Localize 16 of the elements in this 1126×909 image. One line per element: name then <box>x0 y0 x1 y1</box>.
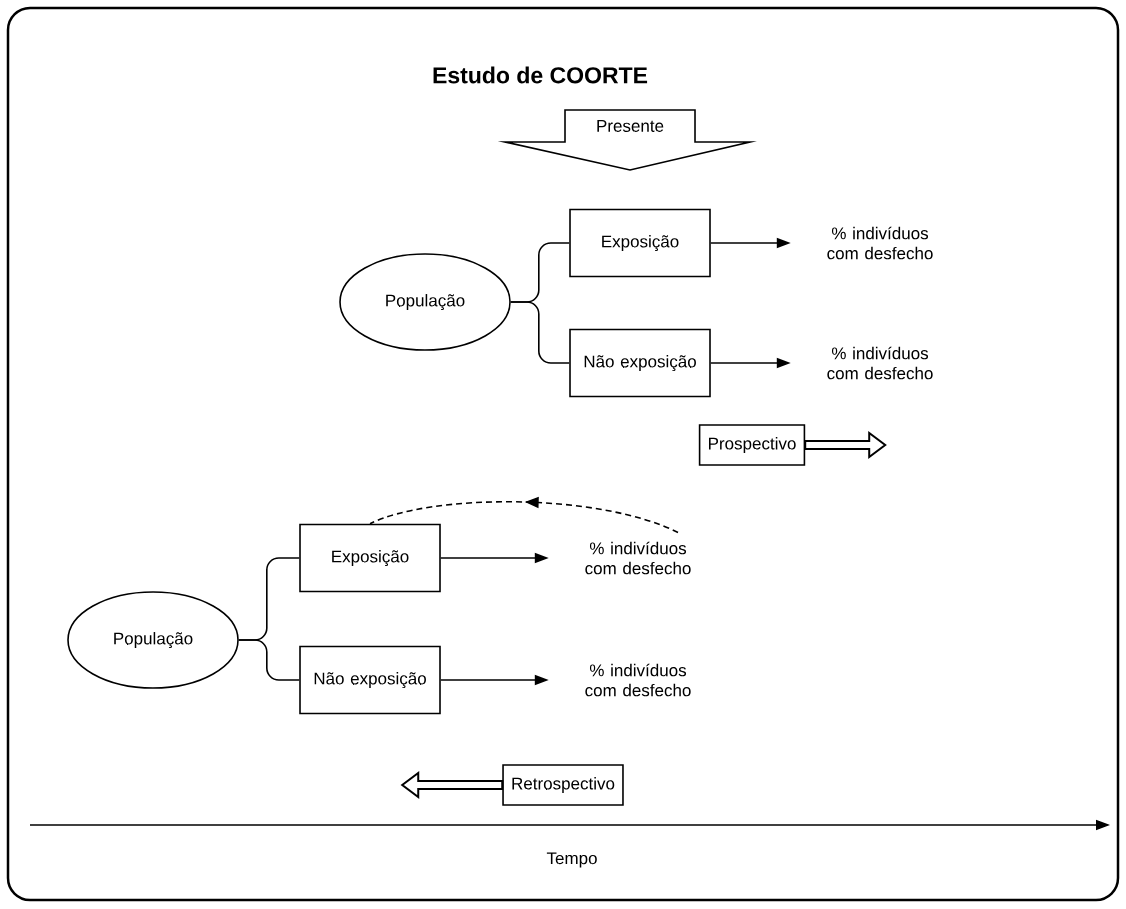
process-box: Exposição <box>569 208 711 278</box>
hollow-arrow <box>400 771 504 799</box>
process-box: Não exposição <box>569 328 711 398</box>
hollow-arrow <box>804 431 887 459</box>
outcome-text: % indivíduos com desfecho <box>827 226 933 260</box>
title: Estudo de COORTE <box>433 66 648 84</box>
axis-label: Tempo <box>546 852 597 868</box>
outcome-text: % indivíduos com desfecho <box>827 346 933 380</box>
process-box: Exposição <box>299 523 441 593</box>
branch-line <box>510 301 570 364</box>
branch-line <box>238 639 300 681</box>
outcome-text: % indivíduos com desfecho <box>585 663 691 697</box>
process-box: Não exposição <box>299 645 441 715</box>
outcome-text: % indivíduos com desfecho <box>585 541 691 575</box>
label-box: Prospectivo <box>698 424 806 466</box>
label-box: Retrospectivo <box>502 764 624 806</box>
